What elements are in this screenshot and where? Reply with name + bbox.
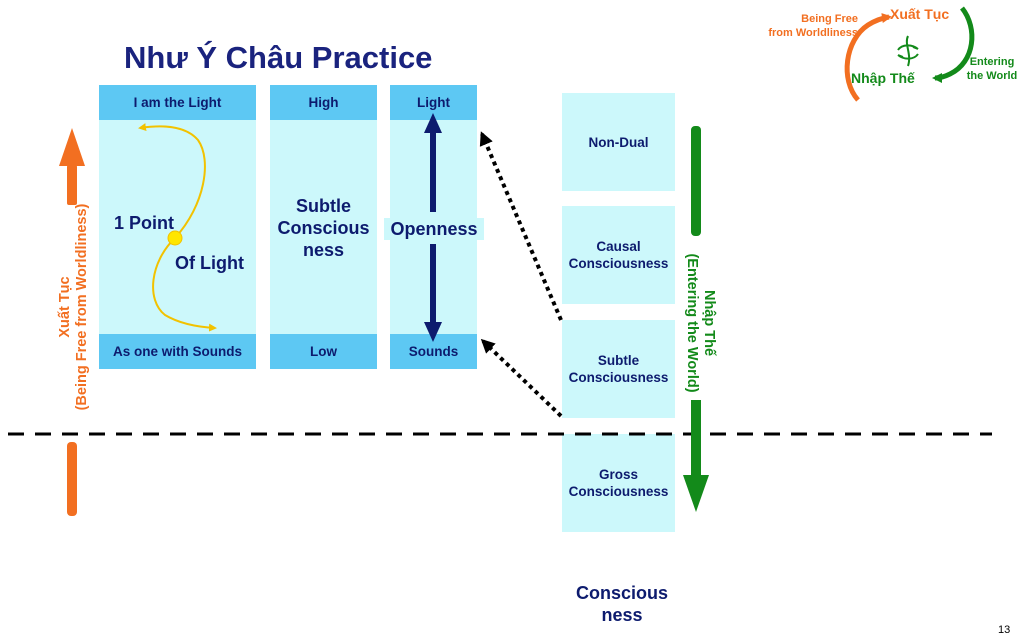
page-number: 13 <box>998 624 1011 636</box>
green-down-arrow <box>683 126 709 512</box>
openness-double-arrow <box>424 113 442 342</box>
column-1-header: I am the Light <box>99 85 256 120</box>
orange-up-arrow <box>59 128 85 516</box>
column-1-footer: As one with Sounds <box>99 334 256 369</box>
column-3-footer: Sounds <box>390 334 477 369</box>
point-of-light-dot <box>167 230 183 246</box>
light-path-upper <box>138 123 206 239</box>
right-vertical-label: Nhập Thế (Entering the World) <box>684 253 717 393</box>
cycle-green-arc <box>932 6 975 83</box>
corner-being-free: Being Free from Worldliness <box>768 13 858 39</box>
openness-label: Openness <box>384 218 484 240</box>
column-2-header: High <box>270 85 377 120</box>
level-subtle-consciousness: Subtle Consciousness <box>562 320 675 418</box>
level-causal-consciousness: Causal Consciousness <box>562 206 675 304</box>
one-point-label: 1 Point <box>114 213 175 233</box>
column-subtle-consciousness <box>270 85 377 369</box>
corner-nhap-the: Nhập Thế <box>851 70 915 86</box>
light-path-lower <box>152 237 217 332</box>
of-light-label: Of Light <box>175 253 244 273</box>
left-vertical-label: Xuất Tục (Being Free from Worldliness) <box>57 203 90 411</box>
yin-yang-icon <box>897 35 919 67</box>
column-2-footer: Low <box>270 334 377 369</box>
corner-xuat-tuc: Xuất Tục <box>890 6 950 22</box>
dotted-arrow-to-sounds <box>480 338 563 418</box>
level-gross-consciousness: Gross Consciousness <box>562 434 675 532</box>
cycle-orange-arc <box>844 13 892 102</box>
corner-entering: Entering the World <box>966 56 1018 82</box>
subtle-consciousness-label: Subtle Conscious ness <box>277 196 370 260</box>
level-non-dual: Non-Dual <box>562 93 675 191</box>
consciousness-caption: Conscious ness <box>575 583 668 625</box>
dotted-arrow-to-light <box>479 131 563 321</box>
page-title: Như Ý Châu Practice <box>124 40 433 75</box>
